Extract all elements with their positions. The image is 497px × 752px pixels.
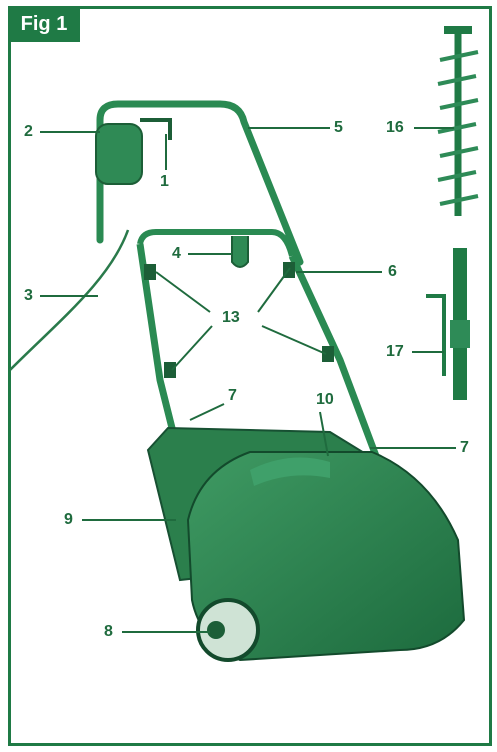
upper-handle xyxy=(96,100,304,266)
label-7-right: 7 xyxy=(460,439,469,456)
clamp xyxy=(164,362,176,378)
label-9: 9 xyxy=(64,511,73,528)
figure-frame xyxy=(8,6,492,746)
label-4: 4 xyxy=(172,245,181,262)
switch-lever xyxy=(140,118,172,140)
label-8: 8 xyxy=(104,623,113,640)
label-13: 13 xyxy=(222,309,240,326)
hood-top xyxy=(250,457,330,486)
middle-handle-bar xyxy=(137,229,295,257)
label-2: 2 xyxy=(24,123,33,140)
clamp xyxy=(322,346,334,362)
clamp xyxy=(144,264,156,280)
label-16: 16 xyxy=(386,119,404,136)
cable-hook xyxy=(231,236,249,268)
power-cable xyxy=(9,229,130,371)
label-1: 1 xyxy=(160,173,169,190)
label-6: 6 xyxy=(388,263,397,280)
spacer-pin xyxy=(426,248,470,400)
tine-roller xyxy=(437,26,479,216)
wheel-hub xyxy=(207,621,225,639)
height-adjust-wheel xyxy=(196,598,260,662)
label-7: 7 xyxy=(228,387,237,404)
label-5: 5 xyxy=(334,119,343,136)
label-10: 10 xyxy=(316,391,334,408)
label-17: 17 xyxy=(386,343,404,360)
label-3: 3 xyxy=(24,287,33,304)
figure-tab: Fig 1 xyxy=(8,6,80,42)
switch-box xyxy=(95,123,143,185)
